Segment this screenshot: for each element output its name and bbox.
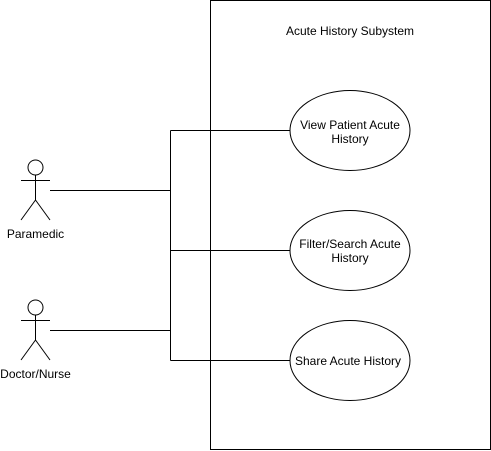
actor-label-paramedic: Paramedic (7, 227, 64, 241)
use-case-label-line-2: History (331, 132, 368, 146)
use-case-ellipse (289, 320, 411, 401)
use-case-ellipse (289, 210, 411, 291)
use-case-label-line-1: View Patient Acute (300, 118, 400, 132)
use-case-view-patient-acute-history[interactable]: View Patient Acute History (289, 90, 411, 171)
stick-figure-icon (20, 159, 51, 221)
use-case-label-line-1: Filter/Search Acute (299, 237, 401, 251)
actor-doctor-nurse[interactable]: Doctor/Nurse (0, 299, 71, 381)
use-case-ellipse (289, 90, 411, 171)
actor-label-doctor-nurse: Doctor/Nurse (0, 367, 71, 381)
use-case-label-line-2: History (331, 251, 368, 265)
use-case-filter-search-acute-history[interactable]: Filter/Search Acute History (289, 210, 411, 291)
system-title: Acute History Subystem (286, 24, 414, 38)
stick-figure-icon (20, 299, 51, 361)
association-lines (50, 130, 290, 361)
actor-paramedic[interactable]: Paramedic (7, 159, 64, 241)
use-case-share-acute-history[interactable]: Share Acute History (289, 320, 411, 401)
use-case-label: Share Acute History (295, 354, 401, 368)
